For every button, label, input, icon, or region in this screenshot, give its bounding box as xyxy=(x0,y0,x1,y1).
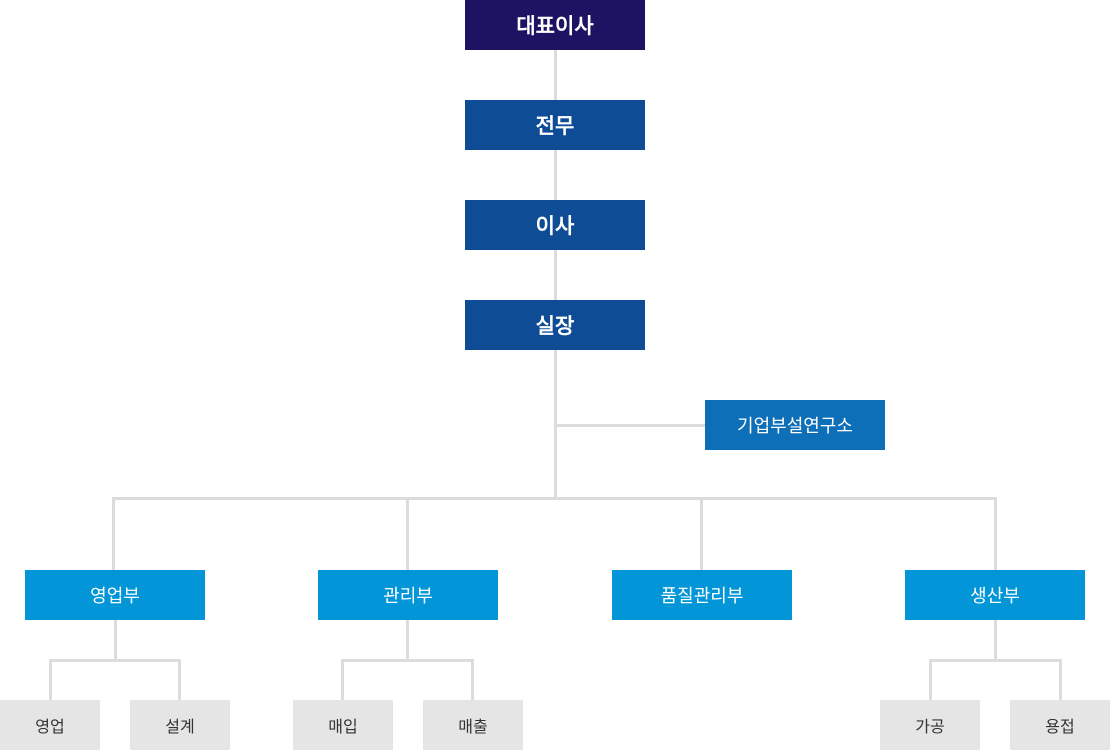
connector-sales-team1 xyxy=(49,659,52,701)
connector-production-horizontal xyxy=(929,659,1062,662)
connector-sales-down xyxy=(114,620,117,661)
node-chief: 실장 xyxy=(465,300,645,350)
connector-admin-team1 xyxy=(341,659,344,701)
connector-production-team1 xyxy=(929,659,932,701)
node-dept-quality: 품질관리부 xyxy=(612,570,792,620)
connector-sales-team2 xyxy=(178,659,181,701)
connector-dept-production xyxy=(994,497,997,571)
connector-dept-sales xyxy=(112,497,115,571)
node-research-lab: 기업부설연구소 xyxy=(705,400,885,450)
node-managing-director: 전무 xyxy=(465,100,645,150)
connector-main-vertical xyxy=(554,50,557,498)
connector-dept-admin xyxy=(406,497,409,571)
node-dept-sales: 영업부 xyxy=(25,570,205,620)
node-team-revenue: 매출 xyxy=(423,700,523,750)
node-team-design: 설계 xyxy=(130,700,230,750)
connector-admin-team2 xyxy=(471,659,474,701)
connector-lab-horizontal xyxy=(556,424,706,427)
node-dept-production: 생산부 xyxy=(905,570,1085,620)
node-team-welding: 용접 xyxy=(1010,700,1110,750)
connector-admin-horizontal xyxy=(341,659,474,662)
connector-production-team2 xyxy=(1059,659,1062,701)
node-dept-admin: 관리부 xyxy=(318,570,498,620)
connector-dept-quality xyxy=(700,497,703,571)
node-team-machining: 가공 xyxy=(880,700,980,750)
node-ceo: 대표이사 xyxy=(465,0,645,50)
connector-dept-horizontal xyxy=(112,497,997,500)
connector-admin-down xyxy=(406,620,409,661)
connector-production-down xyxy=(994,620,997,661)
node-team-sales: 영업 xyxy=(0,700,100,750)
node-director: 이사 xyxy=(465,200,645,250)
node-team-purchase: 매입 xyxy=(293,700,393,750)
connector-sales-horizontal xyxy=(49,659,181,662)
